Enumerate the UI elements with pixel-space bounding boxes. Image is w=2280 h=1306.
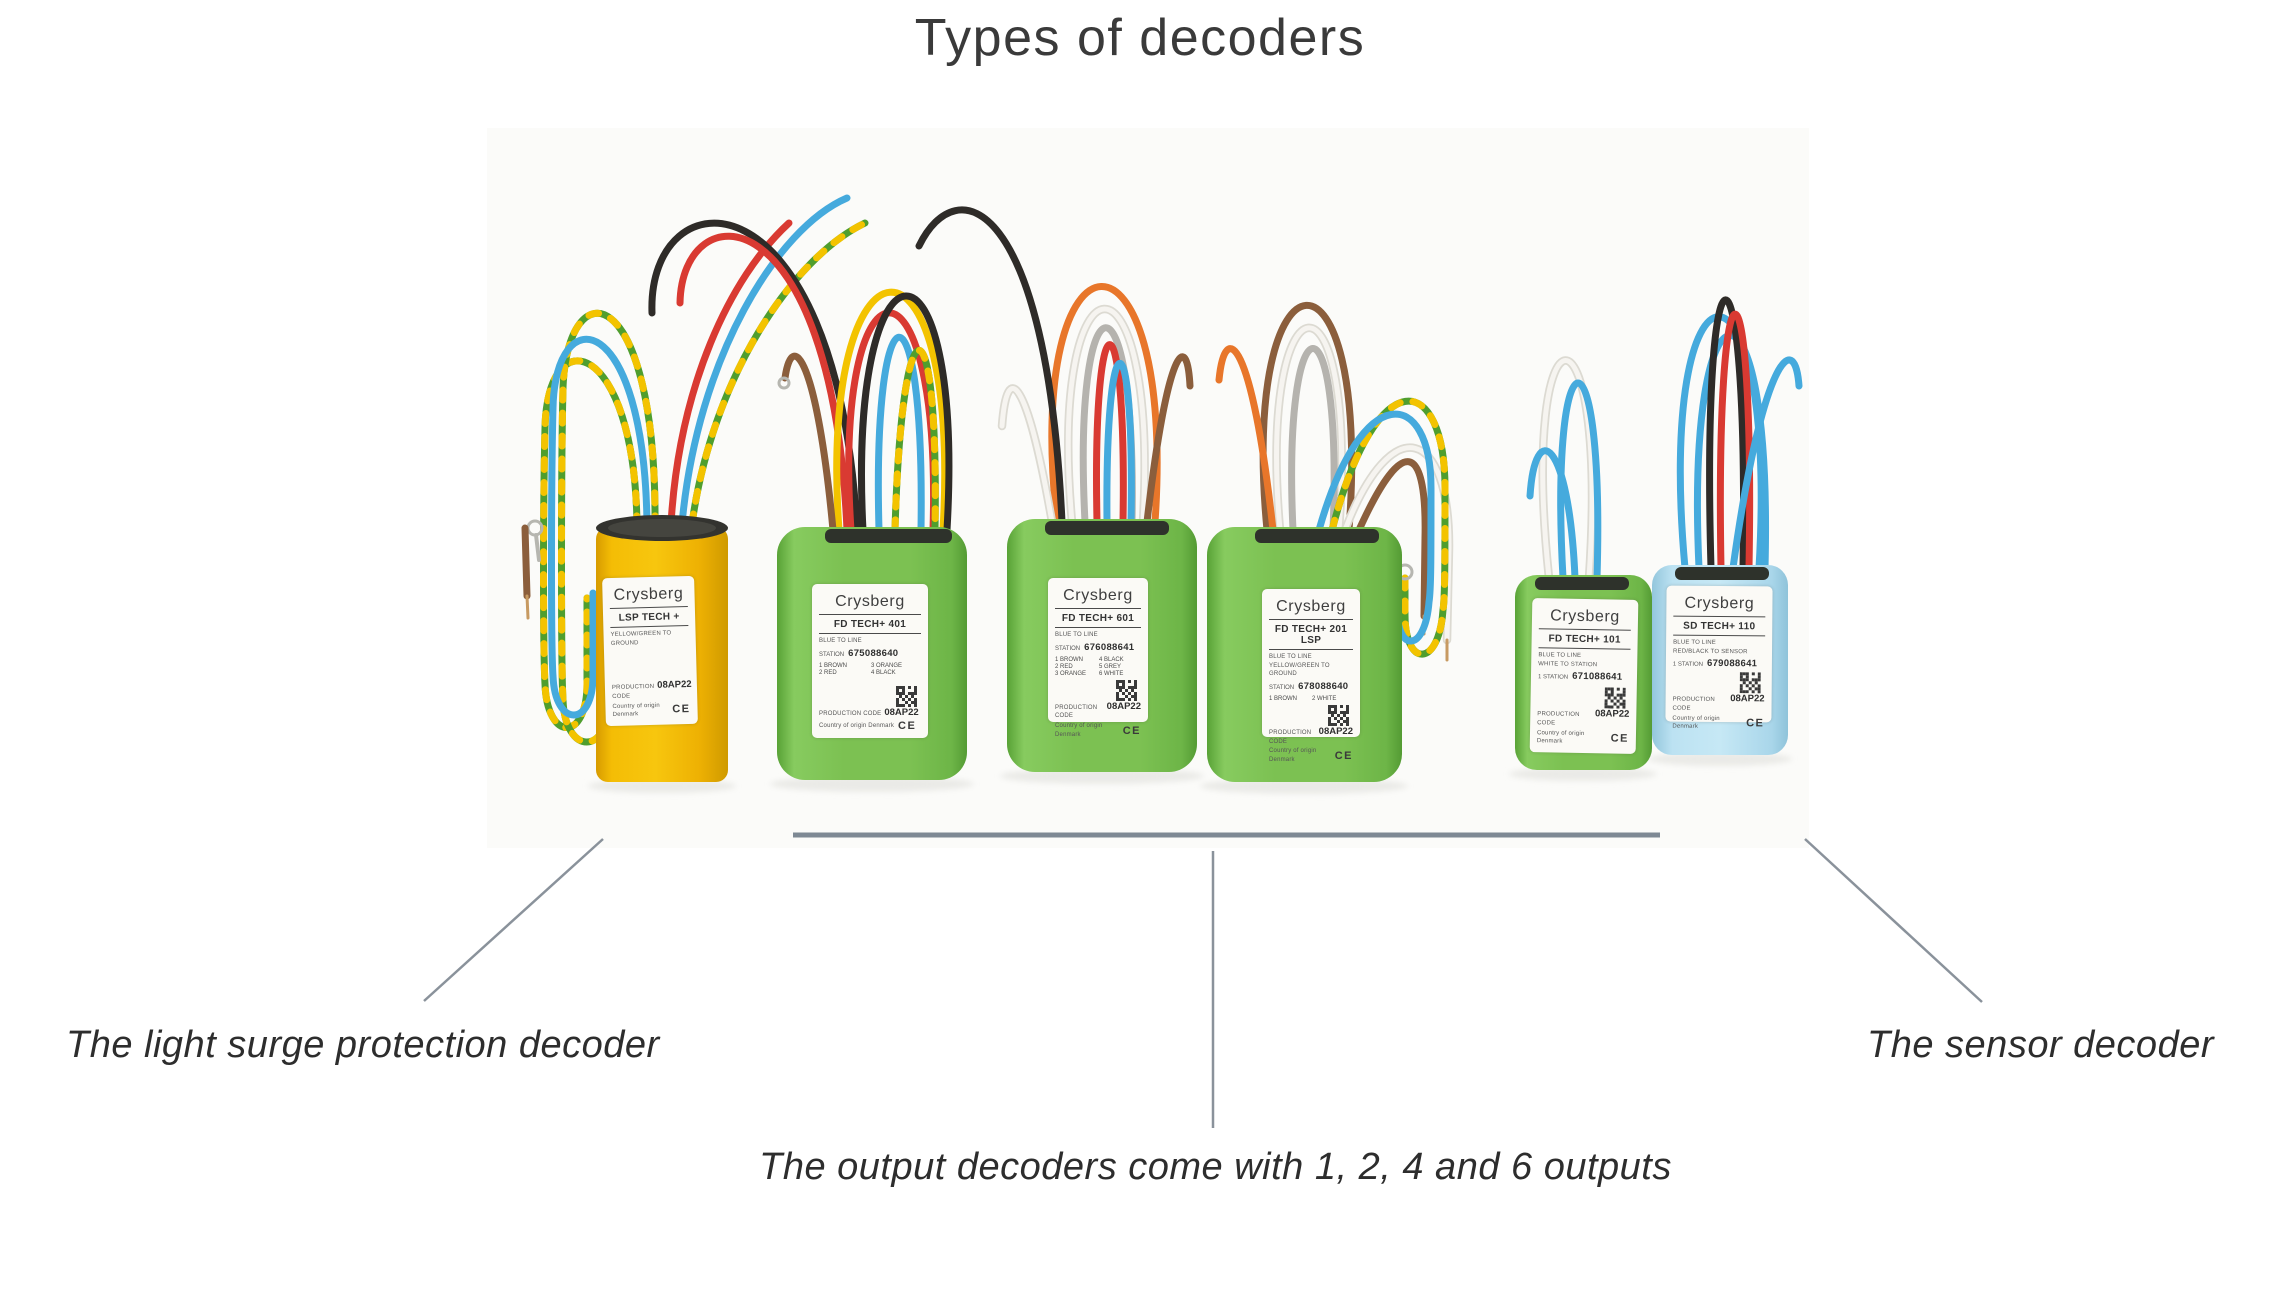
wires-fd601-decoder xyxy=(915,206,1194,527)
production-code-label: PRODUCTION CODE xyxy=(819,711,882,718)
wires-fd401-decoder xyxy=(648,219,953,534)
production-code: 08AP22 xyxy=(1106,700,1141,712)
brand-logo: Crysberg xyxy=(1055,587,1141,609)
ce-mark: CE xyxy=(898,720,917,732)
caption-sensor-decoder: The sensor decoder xyxy=(1867,1024,2214,1066)
lsp-pointer-line xyxy=(423,838,604,1002)
wires-sd110-decoder xyxy=(1676,296,1803,572)
brand-logo: Crysberg xyxy=(819,593,921,615)
production-code: 08AP22 xyxy=(657,679,692,692)
wires-fd101-decoder xyxy=(1526,356,1602,583)
station-label: STATION xyxy=(1055,645,1081,652)
wiring-note: YELLOW/GREEN TO GROUND xyxy=(1269,662,1330,678)
production-code: 08AP22 xyxy=(1730,693,1765,705)
origin-note: Country of origin Denmark xyxy=(1055,723,1103,738)
brand-logo: Crysberg xyxy=(1673,594,1766,618)
caption-light-surge-decoder: The light surge protection decoder xyxy=(66,1024,660,1066)
station-number: 679088641 xyxy=(1706,658,1758,670)
qr-code xyxy=(1116,679,1137,701)
origin-note: Country of origin Denmark xyxy=(612,702,660,719)
caption-output-decoders: The output decoders come with 1, 2, 4 an… xyxy=(759,1146,1672,1188)
production-code: 08AP22 xyxy=(884,707,919,719)
wiring-note: BLUE TO LINE xyxy=(1269,654,1312,660)
station-number: 678088640 xyxy=(1298,681,1349,693)
brand-logo: Crysberg xyxy=(609,585,688,610)
production-code-label: PRODUCTION CODE xyxy=(611,684,655,700)
ce-mark: CE xyxy=(672,703,691,716)
station-number: 675088640 xyxy=(848,647,899,659)
brand-logo: Crysberg xyxy=(1269,598,1353,620)
ce-mark: CE xyxy=(1122,724,1141,737)
ring-terminal xyxy=(777,376,791,390)
production-code: 08AP22 xyxy=(1594,708,1630,721)
ce-mark: CE xyxy=(1334,750,1353,763)
qr-code xyxy=(896,686,917,708)
label-fd401-decoder: Crysberg FD TECH+ 401 BLUE TO LINE STATI… xyxy=(812,584,928,738)
production-code-label: PRODUCTION CODE xyxy=(1269,730,1312,745)
wiring-note: BLUE TO LINE xyxy=(1055,632,1098,638)
model-name: FD TECH+ 201 LSP xyxy=(1269,624,1353,650)
page-title: Types of decoders xyxy=(914,9,1366,67)
production-code-label: PRODUCTION CODE xyxy=(1537,711,1580,727)
qr-code xyxy=(1328,705,1349,727)
station-label: STATION xyxy=(1269,685,1295,692)
station-number: 671088641 xyxy=(1572,671,1623,684)
wiring-note: YELLOW/GREEN TO GROUND xyxy=(610,630,672,647)
wires-fd201-decoder xyxy=(1215,301,1454,662)
production-code: 08AP22 xyxy=(1318,726,1353,738)
ce-mark: CE xyxy=(1610,732,1630,746)
production-code-label: PRODUCTION CODE xyxy=(1672,696,1715,712)
label-lsp-decoder: Crysberg LSP TECH + YELLOW/GREEN TO GROU… xyxy=(602,575,698,727)
station-label: 1 STATION xyxy=(1537,674,1569,682)
model-name: LSP TECH + xyxy=(609,610,689,629)
origin-note: Country of origin Denmark xyxy=(1672,715,1720,731)
model-name: FD TECH+ 101 xyxy=(1538,633,1631,650)
model-name: FD TECH+ 401 xyxy=(819,619,921,634)
label-fd601-decoder: Crysberg FD TECH+ 601 BLUE TO LINE STATI… xyxy=(1048,578,1148,738)
station-label: 1 STATION xyxy=(1672,661,1704,669)
label-fd101-decoder: Crysberg FD TECH+ 101 BLUE TO LINE WHITE… xyxy=(1529,598,1639,754)
station-number: 676088641 xyxy=(1084,641,1135,653)
qr-code xyxy=(1604,687,1626,709)
wiring-note: BLUE TO LINE xyxy=(819,638,862,644)
station-label: STATION xyxy=(819,651,845,658)
model-name: FD TECH+ 601 xyxy=(1055,613,1141,628)
model-name: SD TECH+ 110 xyxy=(1673,620,1766,637)
label-sd110-decoder: Crysberg SD TECH+ 110 BLUE TO LINE RED/B… xyxy=(1665,585,1773,730)
wiring-note: WHITE TO STATION xyxy=(1538,660,1598,668)
sensor-pointer-line xyxy=(1804,838,1983,1003)
wires-lsp-decoder xyxy=(521,194,869,746)
label-fd201-decoder: Crysberg FD TECH+ 201 LSP BLUE TO LINE Y… xyxy=(1262,589,1360,763)
qr-code xyxy=(1739,672,1761,694)
production-code-label: PRODUCTION CODE xyxy=(1055,704,1098,720)
origin-note: Country of origin Denmark xyxy=(819,722,895,729)
origin-note: Country of origin Denmark xyxy=(1536,729,1585,745)
origin-note: Country of origin Denmark xyxy=(1269,748,1317,764)
ce-mark: CE xyxy=(1746,717,1765,730)
brand-logo: Crysberg xyxy=(1538,607,1632,631)
wiring-note: RED/BLACK TO SENSOR xyxy=(1672,648,1748,655)
